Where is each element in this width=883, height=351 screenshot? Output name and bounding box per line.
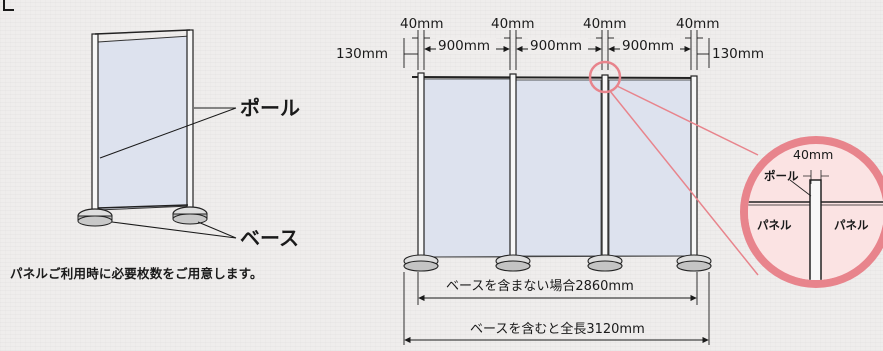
zoom-left-panel-label: パネル xyxy=(757,218,792,232)
dim-panel-3: 900mm xyxy=(622,38,674,54)
length-without-base: ベースを含まない場合2860mm xyxy=(446,278,634,294)
dim-pole-3: 40mm xyxy=(583,16,626,32)
pole-label: ポール xyxy=(240,96,300,120)
dim-pole-2: 40mm xyxy=(491,16,534,32)
dim-pole-4: 40mm xyxy=(676,16,719,32)
single-panel-illustration xyxy=(77,29,208,227)
usage-note: パネルご利用時に必要枚数をご用意します。 xyxy=(10,266,263,281)
bottom-dimension-lines xyxy=(403,272,710,345)
length-with-base: ベースを含むと全長3120mm xyxy=(470,321,645,337)
dim-pole-1: 40mm xyxy=(400,16,443,32)
zoom-pole-label: ポール xyxy=(764,169,799,183)
label-leaders xyxy=(99,107,237,239)
dim-pad-2 xyxy=(528,38,588,54)
base-label: ベース xyxy=(240,226,299,250)
dim-pad-1 xyxy=(436,38,496,54)
zoom-right-panel-label: パネル xyxy=(834,218,869,232)
zoom-pole-width: 40mm xyxy=(793,147,833,162)
dim-pad-3 xyxy=(620,38,680,54)
heading-bracket xyxy=(3,0,14,11)
zoom-highlight xyxy=(588,60,759,276)
partition-illustration xyxy=(403,72,712,272)
zoom-detail xyxy=(740,136,883,288)
dim-panel-2: 900mm xyxy=(530,38,582,54)
dim-margin-left: 130mm xyxy=(336,46,388,62)
dim-panel-1: 900mm xyxy=(438,38,490,54)
dim-margin-right: 130mm xyxy=(712,46,764,62)
